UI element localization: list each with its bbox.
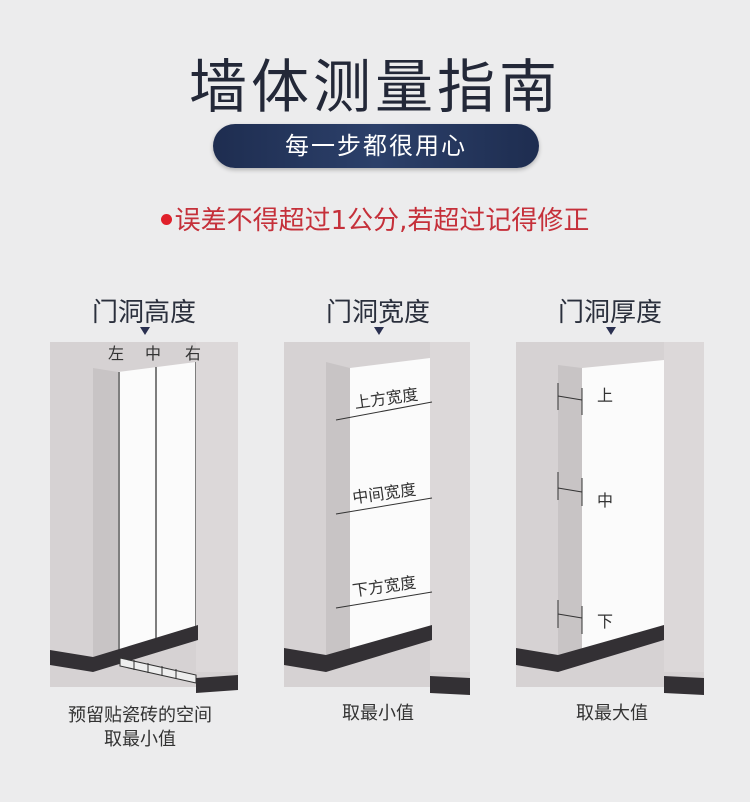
measure-top: 上 — [597, 386, 614, 405]
warning-note-text: 误差不得超过1公分,若超过记得修正 — [174, 206, 590, 236]
arrow-down-icon — [140, 327, 150, 335]
arrow-down-icon — [606, 327, 616, 335]
panel-width-illustration — [284, 342, 470, 695]
panel-thickness-title: 门洞厚度 — [557, 298, 662, 328]
measure-middle: 中 — [597, 491, 614, 510]
panel-height-illustration — [50, 342, 238, 693]
warning-note: 误差不得超过1公分,若超过记得修正 — [0, 200, 750, 237]
panel-width-title: 门洞宽度 — [325, 298, 430, 328]
position-left: 左 — [108, 344, 125, 363]
panel-thickness-illustration — [516, 342, 704, 695]
position-right: 右 — [185, 344, 202, 363]
red-dot-icon — [160, 214, 172, 225]
panel-height-title: 门洞高度 — [91, 298, 196, 328]
position-middle: 中 — [145, 344, 162, 363]
panel-thickness-caption: 取最大值 — [576, 703, 648, 724]
arrow-down-icon — [374, 327, 384, 335]
page-title: 墙体测量指南 — [188, 53, 561, 121]
panel-height-caption: 预留贴瓷砖的空间 取最小值 — [68, 705, 212, 750]
measure-bottom: 下 — [597, 612, 614, 631]
panel-width-caption: 取最小值 — [342, 703, 414, 724]
subtitle-pill: 每一步都很用心 — [213, 124, 539, 168]
